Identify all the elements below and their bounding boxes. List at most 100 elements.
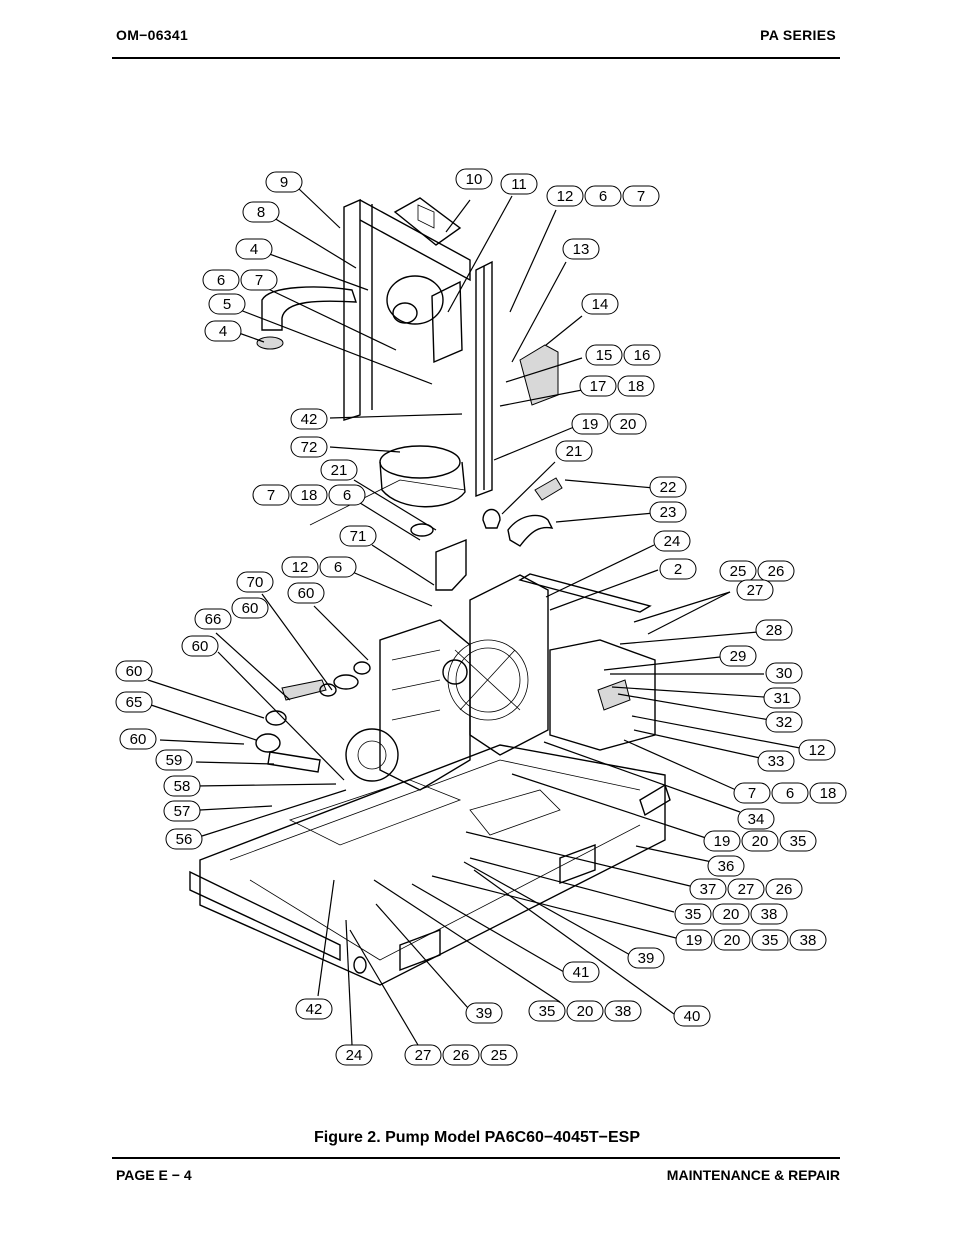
callout-bubble	[208, 293, 246, 315]
page-number: PAGE E − 4	[116, 1167, 192, 1183]
callout-group: 60	[181, 635, 219, 657]
callout-number: 30	[776, 665, 793, 682]
callout-group: 60	[287, 582, 325, 604]
callout-bubble	[566, 1000, 604, 1022]
callout-number: 38	[761, 906, 778, 923]
callout-number: 35	[539, 1003, 556, 1020]
callout-group: 66	[194, 608, 232, 630]
callout-group: 21	[555, 440, 593, 462]
callout-number: 20	[723, 906, 740, 923]
callout-bubble	[265, 171, 303, 193]
callout-bubble	[252, 484, 290, 506]
callout-group: 57	[163, 800, 201, 822]
callout-number: 17	[590, 378, 607, 395]
callout-bubble	[736, 579, 774, 601]
callout-group: 27	[736, 579, 774, 601]
callout-bubble	[733, 782, 771, 804]
callout-group: 34	[737, 808, 775, 830]
callout-group: 5	[208, 293, 246, 315]
callout-group: 4	[235, 238, 273, 260]
callout-number: 20	[724, 932, 741, 949]
callout-group: 22	[649, 476, 687, 498]
callout-bubble	[204, 320, 242, 342]
callout-group: 28	[755, 619, 793, 641]
callout-number: 24	[346, 1047, 363, 1064]
callout-group: 31	[763, 687, 801, 709]
callout-number: 20	[577, 1003, 594, 1020]
callout-bubble	[712, 903, 750, 925]
callout-number: 35	[762, 932, 779, 949]
callout-bubble	[765, 662, 803, 684]
callout-bubble	[609, 413, 647, 435]
callout-bubble	[674, 903, 712, 925]
callout-number: 16	[634, 347, 651, 364]
callout-bubble	[763, 687, 801, 709]
callout-group: 58	[163, 775, 201, 797]
callout-bubble	[750, 903, 788, 925]
callout-bubble	[242, 201, 280, 223]
callout-number: 42	[306, 1001, 323, 1018]
callout-number: 24	[664, 533, 681, 550]
callout-bubble	[719, 560, 757, 582]
callout-bubble	[115, 691, 153, 713]
callout-bubble	[290, 484, 328, 506]
callout-bubble	[480, 1044, 518, 1066]
callout-number: 8	[257, 204, 265, 221]
callout-number: 12	[557, 188, 574, 205]
callout-bubble	[500, 173, 538, 195]
callout-bubble	[751, 929, 789, 951]
callout-number: 26	[768, 563, 785, 580]
callout-number: 6	[343, 487, 351, 504]
callout-bubble	[627, 947, 665, 969]
callout-bubble	[649, 476, 687, 498]
callout-bubble	[119, 728, 157, 750]
callout-number: 4	[250, 241, 258, 258]
callout-group: 30	[765, 662, 803, 684]
callout-number: 60	[298, 585, 315, 602]
callout-bubble	[757, 750, 795, 772]
callout-bubble	[771, 782, 809, 804]
callout-number: 31	[774, 690, 791, 707]
callout-number: 59	[166, 752, 183, 769]
callout-bubble	[339, 525, 377, 547]
callout-number: 56	[176, 831, 193, 848]
callout-number: 42	[301, 411, 318, 428]
callout-bubble	[290, 436, 328, 458]
callout-bubble	[115, 660, 153, 682]
callout-number: 23	[660, 504, 677, 521]
callout-bubble	[562, 238, 600, 260]
callout-bubble	[571, 413, 609, 435]
callout-bubble	[789, 929, 827, 951]
callout-number: 39	[476, 1005, 493, 1022]
callout-bubble	[163, 800, 201, 822]
callout-group: 65	[115, 691, 153, 713]
callout-bubble	[765, 878, 803, 900]
callout-number: 36	[718, 858, 735, 875]
callout-number: 12	[809, 742, 826, 759]
callout-bubble	[653, 530, 691, 552]
callout-number: 39	[638, 950, 655, 967]
callout-number: 11	[511, 176, 527, 193]
callout-number: 21	[331, 462, 348, 479]
callout-number: 7	[255, 272, 263, 289]
callout-number: 20	[620, 416, 637, 433]
callout-bubble	[546, 185, 584, 207]
callout-group: 4	[204, 320, 242, 342]
callout-number: 21	[566, 443, 583, 460]
callout-bubble	[604, 1000, 642, 1022]
callout-group: 9	[265, 171, 303, 193]
callout-group: 8	[242, 201, 280, 223]
callout-group: 12	[798, 739, 836, 761]
callout-bubble	[465, 1002, 503, 1024]
callout-bubble	[757, 560, 795, 582]
callout-number: 2	[674, 561, 682, 578]
callout-bubble	[719, 645, 757, 667]
callout-number: 35	[685, 906, 702, 923]
callout-number: 7	[748, 785, 756, 802]
